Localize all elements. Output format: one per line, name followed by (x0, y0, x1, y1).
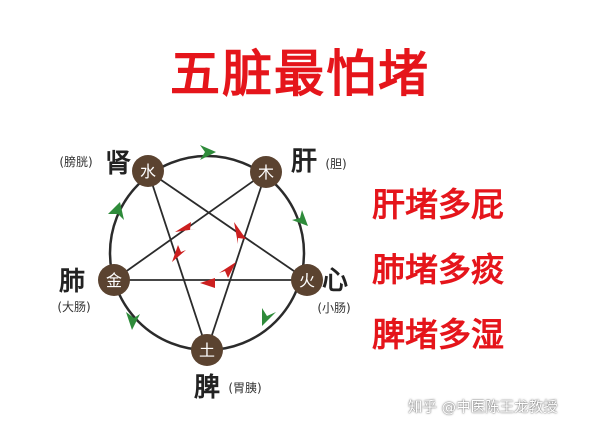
generating-arrow-metal-water (108, 202, 124, 220)
node-wood: 木 (250, 156, 282, 188)
restraining-arrow-2 (234, 222, 246, 244)
side-text-spleen: 脾堵多湿 (372, 315, 504, 354)
generating-arrows (108, 145, 308, 330)
organ-lung-paired: (大肠) (57, 300, 90, 314)
organ-heart-paired: (小肠) (317, 301, 350, 315)
generating-arrow-fire-earth (262, 308, 276, 326)
restraining-arrow-3 (219, 262, 236, 278)
side-text-liver: 肝堵多屁 (372, 185, 504, 224)
organ-kidney: 肾 (105, 149, 131, 179)
watermark: 知乎 @中医陈王龙教授 (408, 400, 558, 416)
node-wood-label: 木 (258, 163, 274, 182)
node-water-label: 水 (140, 162, 156, 181)
restraining-star-lines (113, 170, 308, 351)
organ-kidney-paired: (膀胱) (59, 154, 92, 169)
node-earth-label: 土 (199, 341, 215, 360)
star-line-wood-earth (206, 171, 267, 351)
organ-liver: 肝 (291, 147, 317, 177)
node-water: 水 (132, 155, 164, 187)
page-title: 五脏最怕堵 (170, 45, 430, 103)
node-fire-label: 火 (299, 271, 315, 290)
node-metal-label: 金 (106, 271, 122, 290)
restraining-arrow-1 (175, 222, 196, 232)
organ-heart: 心 (322, 266, 348, 296)
generating-arrow-water-wood (200, 145, 216, 160)
node-earth: 土 (191, 334, 223, 366)
node-fire: 火 (291, 264, 323, 296)
star-line-water-fire (147, 170, 308, 281)
generating-arrow-wood-fire (292, 210, 308, 226)
node-metal: 金 (98, 264, 130, 296)
generating-arrow-earth-metal (126, 312, 140, 330)
restraining-arrow-4 (200, 278, 215, 288)
star-line-earth-water (147, 170, 208, 351)
organ-lung: 肺 (59, 267, 85, 297)
organ-spleen-paired: (胃胰) (228, 381, 261, 395)
side-text-lung: 肺堵多痰 (372, 250, 504, 289)
organ-spleen: 脾 (193, 373, 220, 403)
organ-liver-paired: (胆) (325, 157, 346, 171)
restraining-arrows (172, 222, 246, 288)
restraining-arrow-5 (172, 245, 186, 262)
